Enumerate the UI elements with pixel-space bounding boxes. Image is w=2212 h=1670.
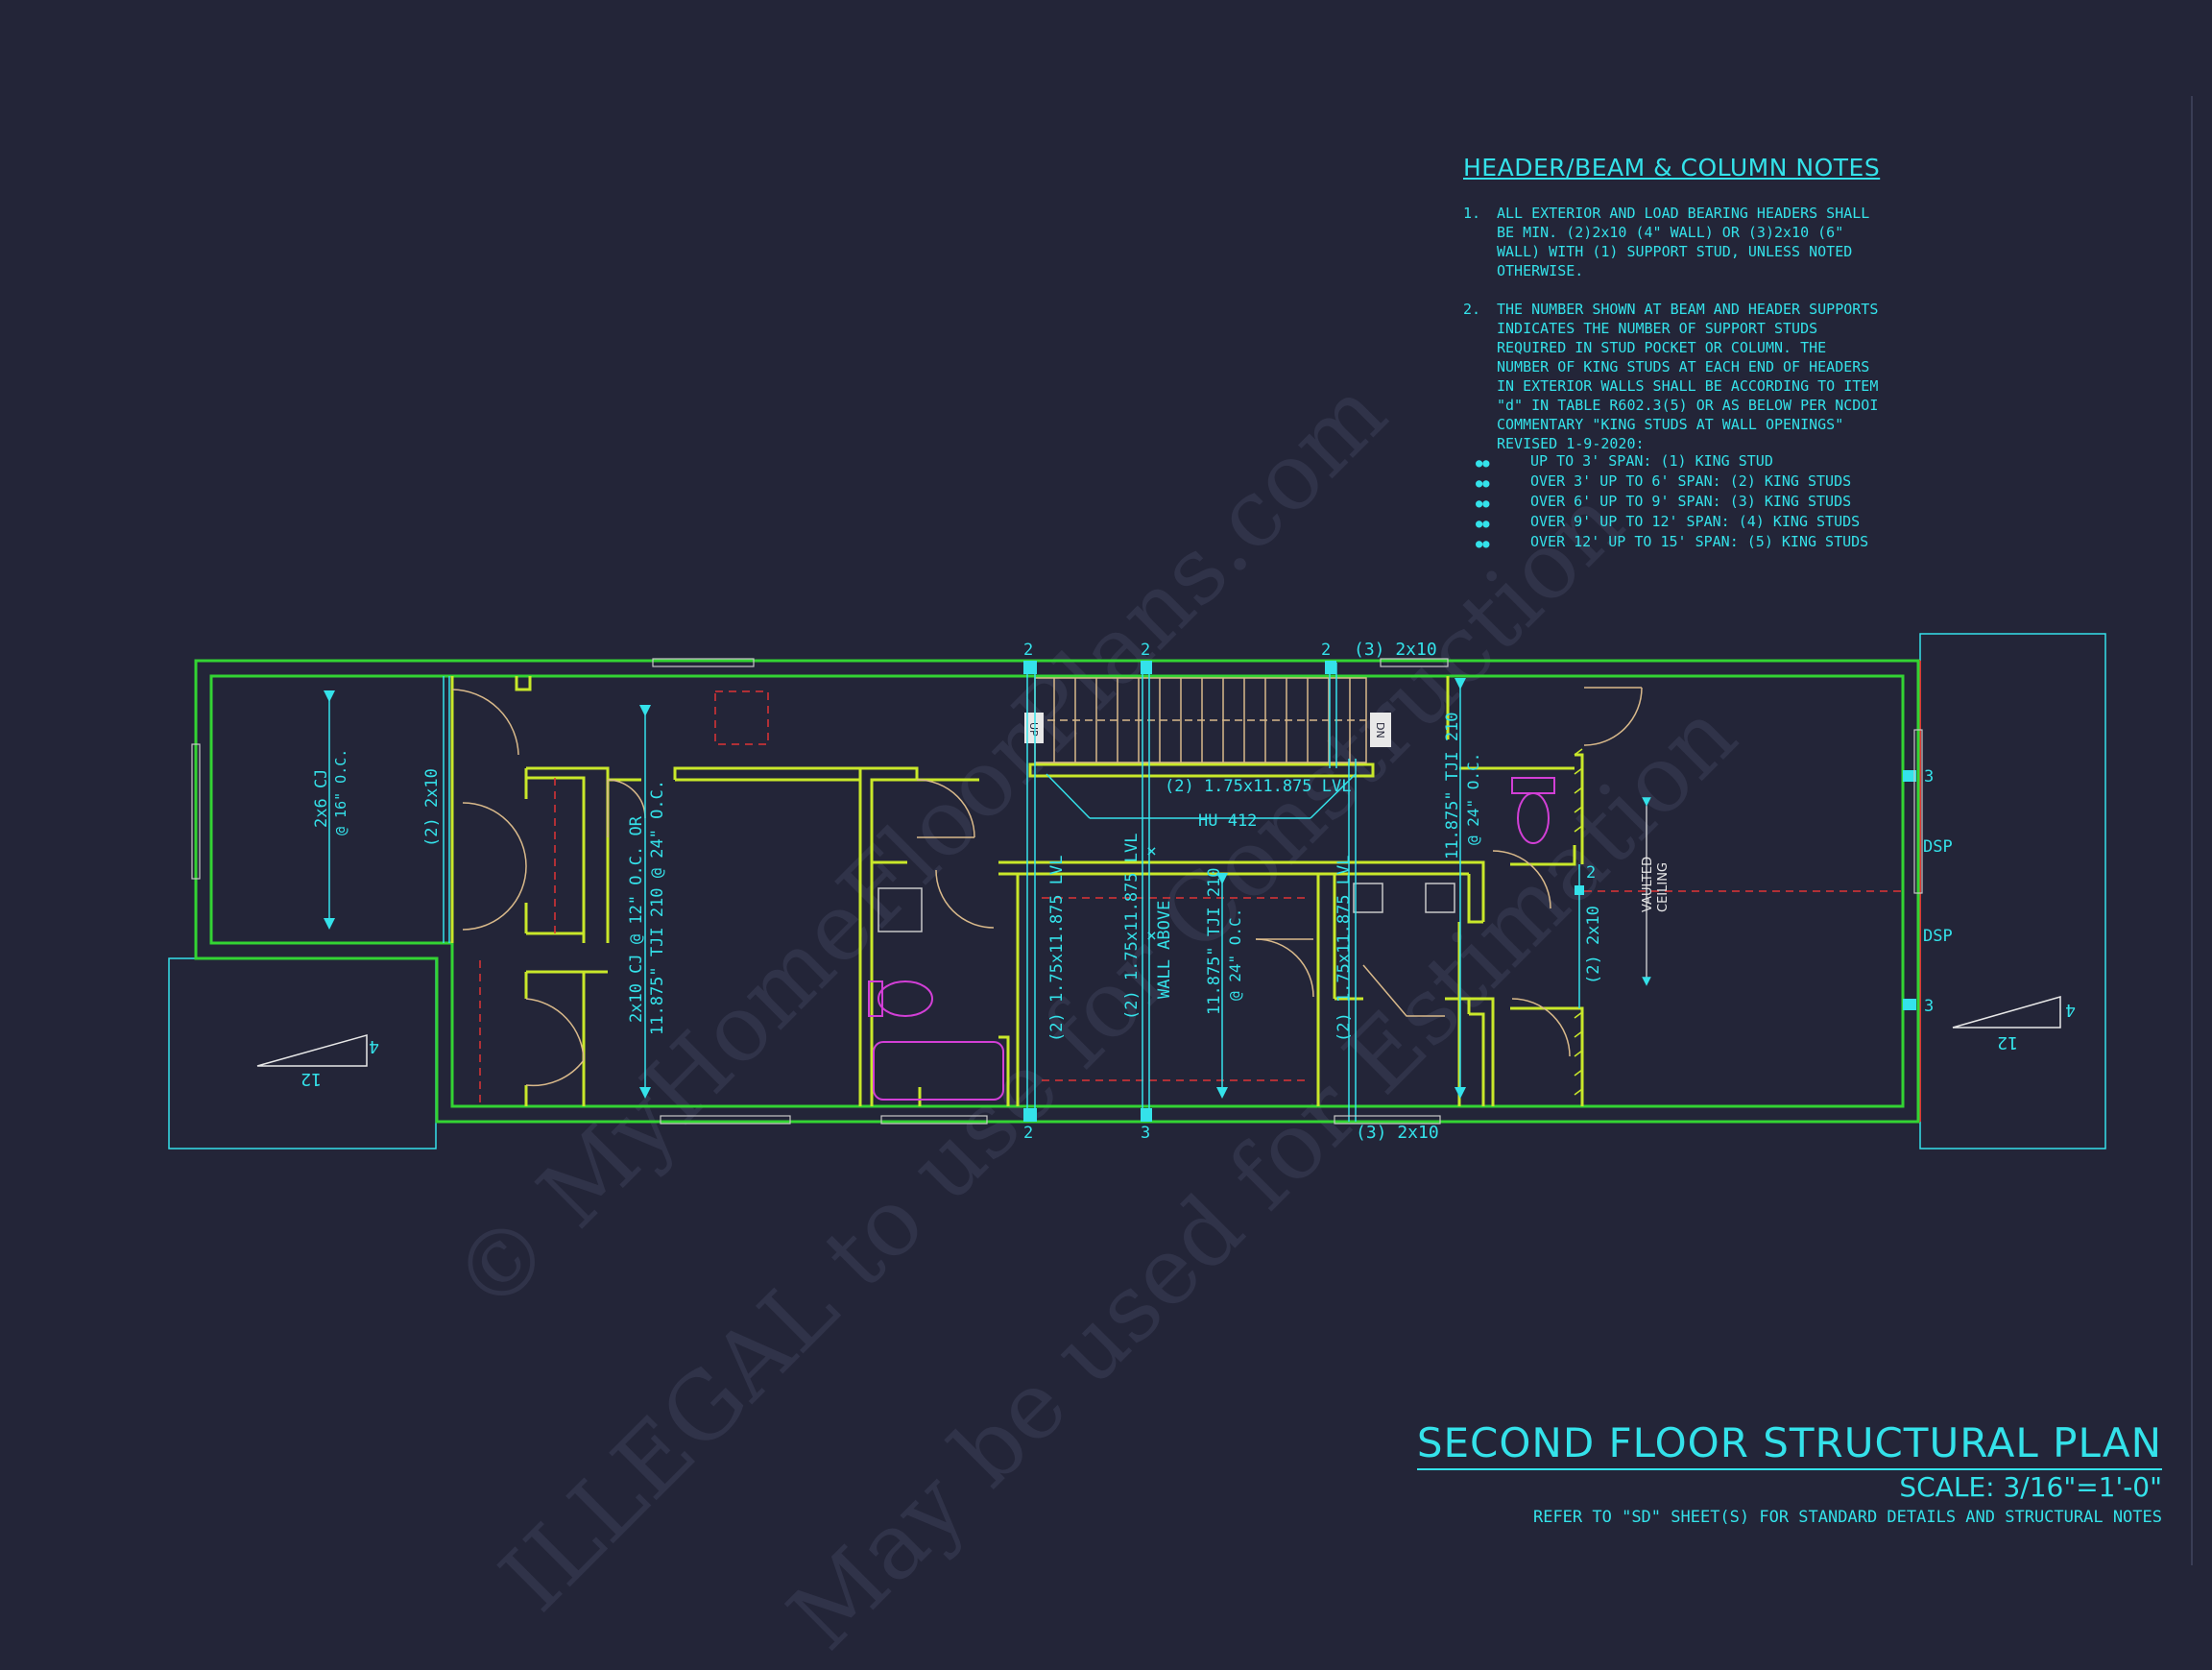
doors	[451, 687, 1643, 1087]
svg-text:DN: DN	[1374, 722, 1386, 738]
svg-text:DSP: DSP	[1923, 927, 1953, 946]
svg-text:12: 12	[301, 1069, 322, 1089]
svg-text:3: 3	[1924, 767, 1934, 787]
svg-text:@ 16" O.C.: @ 16" O.C.	[332, 749, 349, 835]
svg-text:×: ×	[1146, 841, 1157, 861]
svg-text:2: 2	[1586, 863, 1596, 883]
svg-text:(3) 2x10: (3) 2x10	[1354, 640, 1437, 660]
svg-text:2: 2	[1141, 641, 1150, 660]
bullet-icon: ●●	[1476, 476, 1490, 490]
svg-text:UP: UP	[1027, 722, 1040, 737]
svg-text:@ 24" O.C.: @ 24" O.C.	[1464, 753, 1482, 845]
plan-scale: SCALE: 3/16"=1'-0"	[1899, 1471, 2162, 1503]
svg-text:3: 3	[1141, 1124, 1150, 1143]
note-number: 1.	[1463, 205, 1481, 222]
svg-text:11.875" TJI 210: 11.875" TJI 210	[1443, 712, 1462, 859]
note-text: THE NUMBER SHOWN AT BEAM AND HEADER SUPP…	[1497, 301, 1879, 452]
svg-text:(2) 1.75x11.875 LVL: (2) 1.75x11.875 LVL	[1334, 856, 1354, 1042]
svg-text:×: ×	[1146, 926, 1157, 946]
svg-text:12: 12	[1997, 1032, 2018, 1053]
svg-text:3: 3	[1924, 997, 1934, 1016]
note-bullet: UP TO 3' SPAN: (1) KING STUD	[1530, 452, 1773, 470]
svg-text:2x10 CJ @ 12" O.C. OR: 2x10 CJ @ 12" O.C. OR	[627, 815, 646, 1023]
svg-text:@ 24" O.C.: @ 24" O.C.	[1226, 908, 1244, 1001]
note-bullet: OVER 12' UP TO 15' SPAN: (5) KING STUDS	[1530, 533, 1869, 550]
svg-text:(2) 1.75x11.875 LVL: (2) 1.75x11.875 LVL	[1047, 856, 1067, 1042]
svg-text:WALL ABOVE: WALL ABOVE	[1155, 901, 1174, 999]
bullet-icon: ●●	[1476, 517, 1490, 530]
note-bullet: OVER 3' UP TO 6' SPAN: (2) KING STUDS	[1530, 472, 1852, 490]
svg-text:2: 2	[1023, 1124, 1033, 1143]
bullet-icon: ●●	[1476, 496, 1490, 510]
pitch-right	[1952, 996, 2061, 1029]
svg-text:(2) 1.75x11.875 LVL: (2) 1.75x11.875 LVL	[1122, 834, 1142, 1020]
bullet-icon: ●●	[1476, 456, 1490, 470]
svg-text:CEILING: CEILING	[1656, 862, 1671, 912]
note-bullet: OVER 6' UP TO 9' SPAN: (3) KING STUDS	[1530, 493, 1852, 510]
roof-right	[1919, 633, 2106, 1150]
plan-title: SECOND FLOOR STRUCTURAL PLAN	[1416, 1419, 2162, 1470]
note-bullet: OVER 9' UP TO 12' SPAN: (4) KING STUDS	[1530, 513, 1861, 530]
svg-text:HU 412: HU 412	[1198, 811, 1257, 831]
svg-text:4: 4	[2065, 1000, 2076, 1020]
svg-text:VAULTED: VAULTED	[1641, 857, 1655, 912]
plan-reference: REFER TO "SD" SHEET(S) FOR STANDARD DETA…	[1532, 1508, 2162, 1527]
svg-text:(2) 2x10: (2) 2x10	[1584, 906, 1603, 984]
svg-text:2x6 CJ: 2x6 CJ	[312, 769, 331, 828]
svg-text:2: 2	[1023, 641, 1033, 660]
bullet-icon: ●●	[1476, 537, 1490, 550]
note-number: 2.	[1463, 301, 1481, 318]
svg-text:4: 4	[369, 1036, 379, 1056]
pitch-left	[256, 1034, 368, 1067]
stairs	[1034, 677, 1367, 763]
svg-text:(2) 2x10: (2) 2x10	[422, 768, 442, 847]
svg-text:11.875" TJI 210: 11.875" TJI 210	[1205, 867, 1224, 1015]
svg-text:11.875" TJI 210 @ 24" O.C.: 11.875" TJI 210 @ 24" O.C.	[648, 780, 667, 1035]
svg-text:(3) 2x10: (3) 2x10	[1356, 1123, 1439, 1143]
svg-text:2: 2	[1321, 641, 1331, 660]
svg-text:DSP: DSP	[1923, 837, 1953, 857]
svg-text:(2) 1.75x11.875 LVL: (2) 1.75x11.875 LVL	[1165, 777, 1351, 796]
note-text: ALL EXTERIOR AND LOAD BEARING HEADERS SH…	[1497, 205, 1870, 279]
notes-title: HEADER/BEAM & COLUMN NOTES	[1463, 154, 1881, 182]
